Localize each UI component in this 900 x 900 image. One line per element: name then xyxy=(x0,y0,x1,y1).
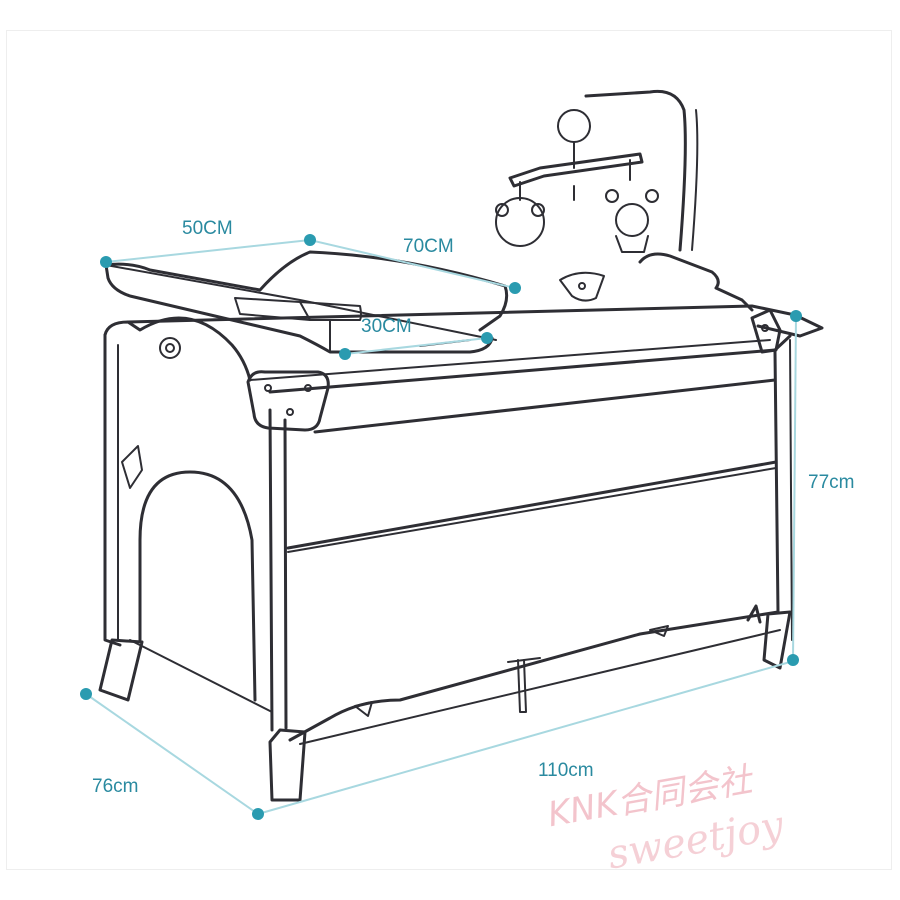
label-changer-depth: 50CM xyxy=(182,218,233,239)
playpen-frame xyxy=(103,304,824,745)
dim-dot xyxy=(509,282,521,294)
changing-table xyxy=(104,250,509,354)
mobile-toy xyxy=(495,89,754,312)
dim-dot xyxy=(100,256,112,268)
label-changer-length: 70CM xyxy=(403,236,454,257)
label-crib-height: 77cm xyxy=(808,472,854,493)
dim-dot xyxy=(339,348,351,360)
image-frame xyxy=(6,30,892,870)
label-changer-height: 30CM xyxy=(361,316,412,337)
label-crib-length: 110cm xyxy=(538,760,594,781)
playpen-legs xyxy=(98,604,792,802)
label-crib-depth: 76cm xyxy=(92,776,138,797)
dimension-guides xyxy=(85,238,797,816)
dim-dot xyxy=(252,808,264,820)
dim-dot xyxy=(304,234,316,246)
dim-dot xyxy=(787,654,799,666)
dim-dot xyxy=(790,310,802,322)
dim-dot xyxy=(80,688,92,700)
dimension-dots xyxy=(80,234,802,820)
dim-dot xyxy=(481,332,493,344)
